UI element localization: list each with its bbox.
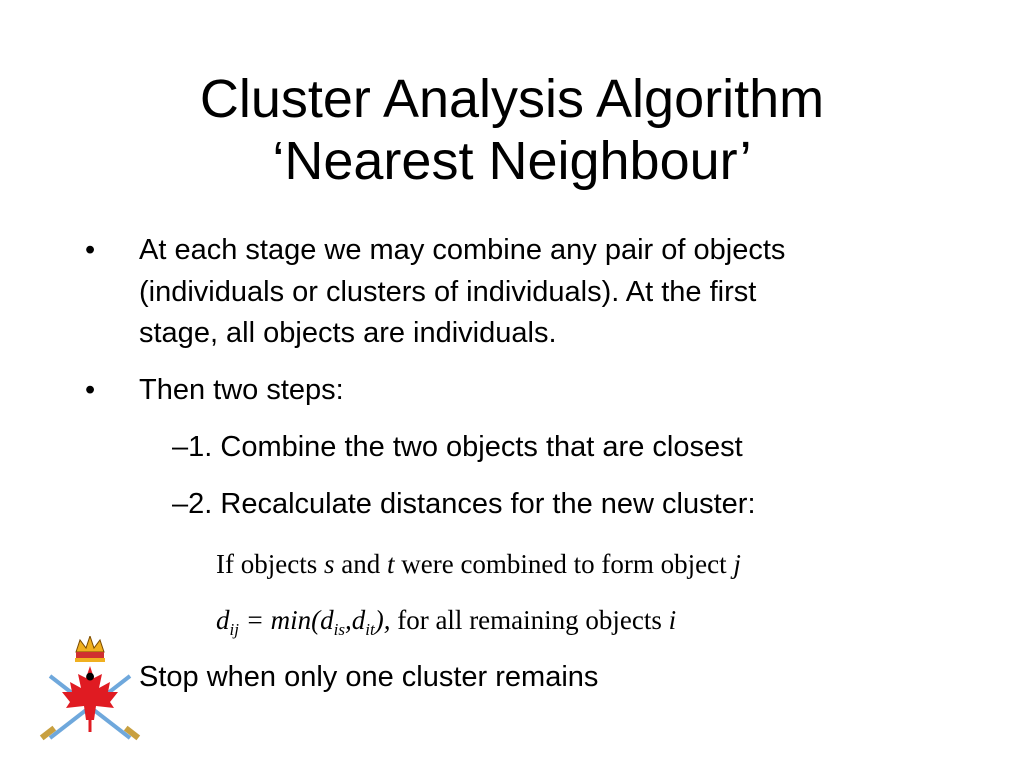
formula-part: ), [374,605,391,635]
sub-step-1: –1. Combine the two objects that are clo… [172,431,743,463]
title-line-1: Cluster Analysis Algorithm [199,69,825,129]
bullet-marker: • [85,374,96,406]
rule-text: were combined to form object [394,549,734,579]
title-line-2: ‘Nearest Neighbour’ [272,131,752,191]
rule-var: j [733,549,741,579]
bullet-1-line-3: stage, all objects are individuals. [139,317,557,349]
rule-var: i [668,605,677,635]
canadian-army-badge-icon [39,636,141,741]
bullet-2-text: Then two steps: [139,374,344,406]
rule-text: for all remaining objects [390,605,669,635]
bullet-marker: • [85,234,96,266]
sub-step-2: –2. Recalculate distances for the new cl… [172,488,756,520]
bullet-3-text: Stop when only one cluster remains [139,661,599,693]
formula-part: ,d [345,605,366,635]
bullet-1-line-1: At each stage we may combine any pair of… [139,234,786,266]
rule-line-1: If objects s and t were combined to form… [216,546,741,582]
formula-part: = min(d [238,605,334,635]
rule-var: s [323,549,335,579]
slide-title: Cluster Analysis Algorithm ‘Nearest Neig… [0,68,1024,192]
formula-sub: is [333,620,346,639]
rule-text: and [334,549,387,579]
formula-sub: it [365,620,375,639]
rule-line-2: dij = min(dis,dit), for all remaining ob… [216,602,676,638]
bullet-1-line-2: (individuals or clusters of individuals)… [139,276,757,308]
rule-text: If objects [216,549,324,579]
formula-d: d [216,605,230,635]
bullet-marker: • [85,661,96,693]
rule-var: t [386,549,395,579]
formula-sub: ij [229,620,239,639]
